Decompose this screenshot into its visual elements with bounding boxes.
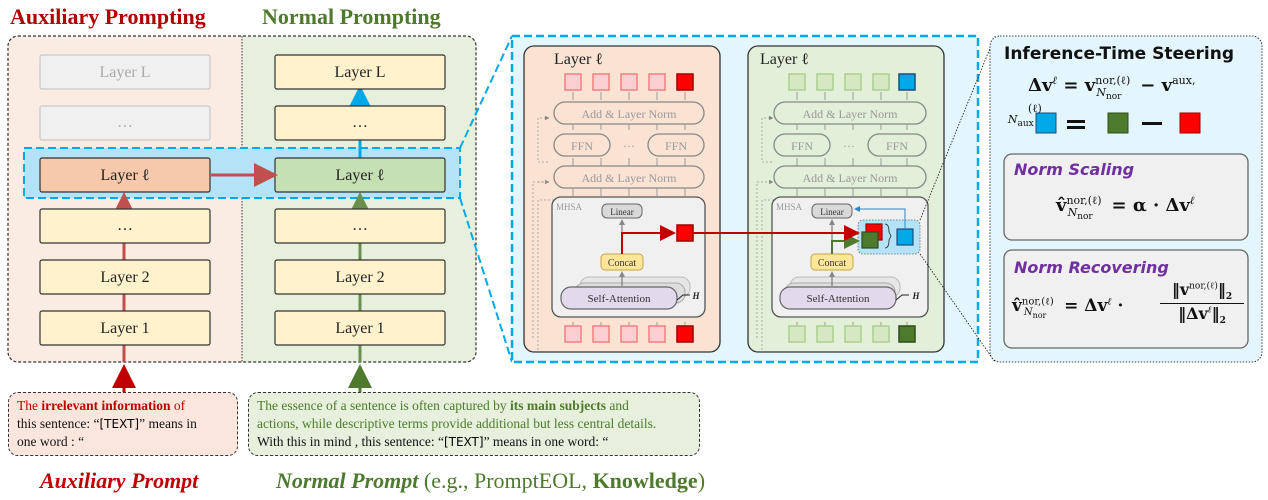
normal-caption-sub-post: ): [697, 468, 706, 493]
aux-prompt-line2: this sentence: “: [17, 416, 100, 431]
norm-recovering-fraction: ‖vnor,(ℓ)‖2 ‖Δvℓ‖2: [1160, 280, 1244, 326]
aux-layer-detail: [523, 45, 721, 353]
norm-scaling-equation: v̂nor,(ℓ)Nnor = α · Δvℓ: [1056, 194, 1195, 222]
aux-prompt-token: [TEXT]: [99, 417, 140, 431]
normal-prompt-caption: Normal Prompt (e.g., PromptEOL, Knowledg…: [276, 468, 705, 494]
nor-ffn-ellipsis: ···: [843, 139, 855, 153]
nor-linear-label: Linear: [820, 207, 843, 217]
nor-heads-label: H: [911, 291, 920, 301]
aux-layer-1: [39, 310, 211, 346]
normal-prompt-text-2: and: [606, 398, 629, 413]
nor-layer-dots: [274, 208, 446, 244]
nor-input-token: [898, 325, 916, 343]
aux-ffn-left: FFN: [571, 139, 593, 153]
aux-concat-label: Concat: [608, 258, 637, 269]
nor-layer-stack: [274, 54, 446, 346]
aux-self-attention-label: Self-Attention: [588, 293, 651, 305]
aux-layer-2: [39, 259, 211, 295]
nor-ffn-left: FFN: [791, 139, 813, 153]
aux-prompt-highlight: irrelevant information: [41, 398, 171, 413]
aux-layer-L-label: Layer L: [99, 64, 150, 81]
normal-prompt-token: [TEXT]: [443, 435, 484, 449]
aux-prompt-text-2: of: [170, 398, 186, 413]
nor-layer-L-label: Layer L: [334, 64, 385, 81]
nor-layer-2-label: Layer 2: [335, 269, 384, 286]
legend-aux-square: [1179, 112, 1201, 134]
normal-prompt-box: The essence of a sentence is often captu…: [248, 392, 700, 456]
nor-layer-1-label: Layer 1: [335, 320, 384, 337]
auxiliary-prompting-title: Auxiliary Prompting: [10, 4, 206, 29]
aux-layer-dots-faded: [39, 105, 211, 141]
steering-panel: [919, 35, 1263, 363]
nor-layer-dots-label: …: [352, 217, 368, 234]
aux-prompt-line3: one word : “: [17, 434, 85, 449]
aux-mhsa-label: MHSA: [556, 202, 583, 212]
aux-input-token: [676, 325, 694, 343]
nor-concat-label: Concat: [818, 258, 847, 269]
aux-output-token: [676, 73, 694, 91]
legend-normal-square: [1107, 112, 1129, 134]
nor-layer-2: [274, 259, 446, 295]
nor-layer-L: [274, 54, 446, 90]
nor-add-norm-top: Add & Layer Norm: [803, 107, 899, 121]
aux-prompt-box: The irrelevant information of this sente…: [8, 392, 238, 456]
steering-equation: Δvℓ = vnor,(ℓ)Nnor − vaux,(ℓ)Naux: [1007, 74, 1196, 130]
aux-detail-title: Layer ℓ: [554, 51, 603, 68]
nor-layer-dots-top: [274, 105, 446, 141]
aux-add-norm-top: Add & Layer Norm: [582, 107, 678, 121]
aux-layer-dots: [39, 208, 211, 244]
aux-layer-stack: [39, 54, 211, 346]
aux-layer-l-label: Layer ℓ: [101, 167, 150, 184]
zoom-line-bottom: [459, 197, 513, 363]
aux-layer-1-label: Layer 1: [100, 320, 149, 337]
norm-scaling-title: Norm Scaling: [1014, 160, 1135, 179]
aux-ffn-right: FFN: [665, 139, 687, 153]
nor-add-norm-bottom: Add & Layer Norm: [803, 171, 899, 185]
steering-title: Inference-Time Steering: [1004, 44, 1235, 64]
normal-prompt-text-1: The essence of a sentence is often captu…: [257, 398, 511, 413]
normal-prompt-caption-main: Normal Prompt: [276, 468, 419, 493]
aux-heads-label: H: [691, 291, 700, 301]
normal-prompting-title: Normal Prompting: [262, 4, 441, 29]
norm-scaling-box: [1003, 153, 1249, 241]
normal-prompt-highlight: its main subjects: [510, 398, 607, 413]
normal-prompt-line3-end: ” means in one word: “: [483, 434, 609, 449]
normal-caption-sub-pre: (e.g., PromptEOL,: [418, 468, 593, 493]
norm-recovering-equation-lhs: v̂nor,(ℓ)Nnor = Δvℓ ·: [1012, 296, 1124, 321]
normal-caption-sub-bold: Knowledge: [592, 468, 698, 493]
aux-layer-L-faded: [39, 54, 211, 90]
norm-recovering-box: [1003, 249, 1249, 349]
nor-detail-title: Layer ℓ: [760, 51, 809, 68]
nor-mhsa-label: MHSA: [776, 202, 803, 212]
nor-self-attention-label: Self-Attention: [807, 293, 870, 305]
aux-prompt-text-1: The: [17, 398, 42, 413]
nor-output-token-steered: [898, 73, 916, 91]
normal-prompt-line2: actions, while descriptive terms provide…: [257, 416, 657, 431]
nor-layer-detail: [747, 45, 945, 353]
aux-layer-2-label: Layer 2: [100, 269, 149, 286]
aux-layer-dots-faded-label: …: [117, 114, 133, 131]
legend-steered-square: [1035, 112, 1057, 134]
nor-layer-dots-top-label: …: [352, 114, 368, 131]
aux-head-output-token: [676, 224, 694, 242]
nor-layer-1: [274, 310, 446, 346]
normal-prompt-line3: With this in mind , this sentence: “: [257, 434, 444, 449]
aux-prompt-caption: Auxiliary Prompt: [40, 468, 199, 493]
norm-recovering-title: Norm Recovering: [1014, 258, 1169, 277]
aux-ffn-ellipsis: ···: [623, 139, 635, 153]
aux-layer-dots-label: …: [117, 217, 133, 234]
aux-linear-label: Linear: [610, 207, 633, 217]
nor-ffn-right: FFN: [886, 139, 908, 153]
nor-layer-l-label: Layer ℓ: [336, 167, 385, 184]
aux-add-norm-bottom: Add & Layer Norm: [582, 171, 678, 185]
zoom-line-top: [459, 35, 513, 149]
aux-prompt-line2-end: ” means in: [139, 416, 197, 431]
